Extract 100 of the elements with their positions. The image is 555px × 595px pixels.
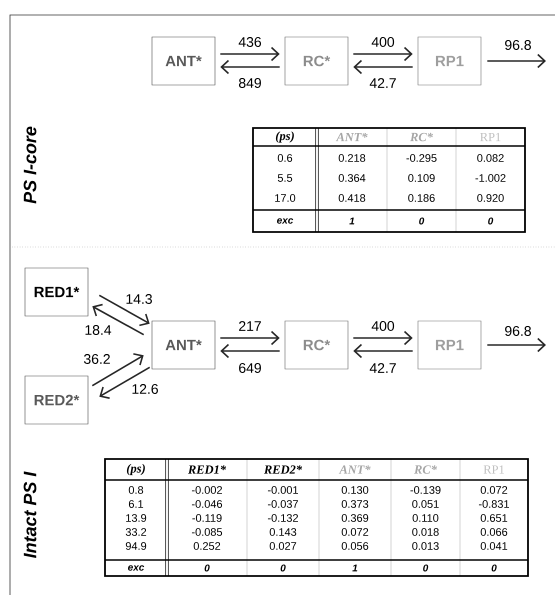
table-cell: 0.051 [412, 500, 439, 508]
state-box: RED1* [24, 268, 88, 316]
table-cell: 94.9 [126, 542, 146, 550]
state-box: RP1 [418, 36, 482, 86]
state-box: ANT* [152, 36, 216, 86]
table-cell: 0.364 [338, 174, 366, 182]
table-cell: -0.085 [192, 528, 222, 536]
table-cell: 0.143 [270, 528, 296, 536]
table-cell: 0.218 [338, 154, 366, 162]
table-cell: 0.056 [342, 542, 368, 550]
table-cell: 0.027 [270, 542, 296, 550]
table-cell: RP1 [484, 465, 504, 474]
table-cell: 0.018 [412, 528, 439, 536]
table-cell: RC* [410, 132, 433, 142]
table-cell: 0.110 [412, 514, 438, 522]
table-cell: 5.5 [278, 174, 292, 182]
rate-label: 96.8 [503, 39, 533, 51]
arrow [487, 338, 546, 352]
table-cell: 0.418 [338, 194, 366, 202]
table-cell: 0.6 [278, 154, 292, 162]
table-cell: (ps) [126, 464, 145, 476]
table-cell: RED1* [188, 465, 226, 474]
rate-label: 436 [237, 36, 263, 48]
table-cell: 33.2 [126, 528, 146, 536]
table-cell: 0.920 [477, 194, 504, 202]
arrow [353, 330, 413, 346]
rate-label: 849 [237, 77, 263, 89]
table-cell: exc [128, 565, 144, 571]
table-cell: 0.109 [408, 174, 435, 182]
table-cell: 0.130 [342, 486, 368, 494]
table-cell: 0.373 [342, 500, 368, 508]
table-cell: 0.082 [477, 154, 504, 162]
rate-label: 96.8 [503, 325, 533, 337]
arrow [353, 60, 413, 74]
rate-label: 42.7 [368, 77, 398, 89]
table-cell: 0.369 [342, 514, 368, 522]
section-label: Intact PS I [24, 471, 36, 558]
arrow [220, 344, 280, 358]
table-cell: ANT* [338, 465, 371, 474]
arrow [92, 353, 144, 386]
table-cell: RP1 [480, 132, 500, 142]
table-cell: 0.072 [342, 528, 368, 536]
arrow [99, 366, 150, 399]
table-cell: -0.046 [192, 500, 222, 508]
table-cell: 17.0 [275, 194, 296, 202]
table-cell: RC* [414, 465, 437, 474]
table-cell: 0.651 [480, 514, 508, 522]
arrow [220, 60, 280, 74]
arrow [353, 344, 413, 358]
arrow [220, 330, 280, 346]
state-box: RC* [284, 320, 348, 370]
rate-label: 649 [237, 362, 263, 374]
table-cell: ANT* [336, 132, 368, 142]
table-cell: 1 [349, 218, 354, 224]
state-box: RED2* [24, 376, 88, 424]
table-cell: -0.002 [192, 486, 222, 494]
rate-label: 217 [237, 320, 263, 332]
table-cell: -0.132 [268, 514, 298, 522]
rate-label: 400 [370, 36, 396, 48]
arrow [98, 294, 150, 326]
table-cell: 0.041 [480, 542, 508, 550]
rate-label: 14.3 [124, 293, 154, 305]
table-cell: exc [277, 218, 294, 224]
arrow [353, 46, 413, 62]
table-cell: 0.8 [128, 486, 144, 494]
table-cell: 0 [204, 564, 210, 572]
table-cell: -0.295 [406, 154, 437, 162]
table-cell: 0.186 [408, 194, 435, 202]
table-cell: -0.139 [410, 486, 441, 494]
rate-label: 400 [370, 320, 396, 332]
table-cell: (ps) [276, 131, 294, 143]
arrow [487, 54, 546, 68]
rate-label: 18.4 [83, 324, 113, 336]
table-cell: -0.001 [268, 486, 298, 494]
arrow [92, 304, 144, 336]
table-cell: -1.002 [475, 174, 506, 182]
table-cell: 0 [280, 564, 286, 572]
rate-label: 36.2 [82, 353, 112, 365]
table-cell: -0.831 [478, 500, 509, 508]
state-box: RC* [284, 36, 348, 86]
table-cell: 0.072 [480, 486, 508, 494]
table-cell: 0 [488, 217, 494, 225]
arrow [220, 46, 280, 62]
table-cell: 0 [419, 217, 424, 225]
table-cell: 0.066 [480, 528, 508, 536]
state-box: RP1 [418, 320, 482, 370]
table-cell: 1 [352, 564, 358, 572]
table-cell: 0.013 [412, 542, 439, 550]
rate-label: 42.7 [368, 362, 398, 374]
rate-label: 12.6 [130, 383, 160, 395]
table-cell: 13.9 [126, 514, 146, 522]
state-box: ANT* [152, 320, 216, 370]
table-cell: 0 [423, 564, 428, 572]
table-cell: 0 [492, 564, 497, 572]
table-cell: 6.1 [128, 500, 144, 508]
table-cell: RED2* [264, 465, 302, 474]
table-cell: -0.119 [192, 514, 222, 522]
table-cell: -0.037 [268, 500, 298, 508]
table-cell: 0.252 [194, 542, 220, 550]
section-label: PS I-core [24, 126, 36, 204]
